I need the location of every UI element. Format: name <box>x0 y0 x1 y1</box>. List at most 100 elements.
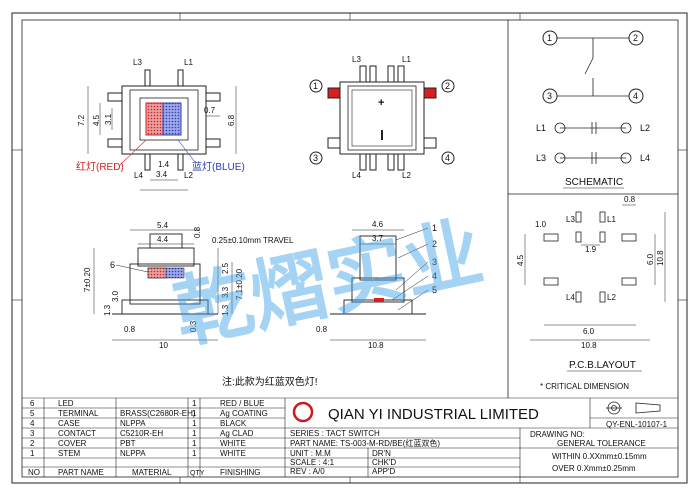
bom-cell-no: 6 <box>30 399 35 408</box>
bom-cell-finish: WHITE <box>220 449 246 458</box>
schem-l3: L3 <box>536 153 546 163</box>
svg-text:FINISHING: FINISHING <box>220 468 260 477</box>
front-dim-10-8: 10.8 <box>368 341 384 350</box>
polarity-plus: + <box>378 97 384 109</box>
bom-cell-qty: 1 <box>192 429 197 438</box>
bom-cell-no: 1 <box>30 449 35 458</box>
bom-cell-qty: 1 <box>192 399 197 408</box>
scale: SCALE : 4:1 <box>290 458 335 467</box>
bom-cell-finish: Ag CLAD <box>220 429 254 438</box>
side-dim-2-5: 2.5 <box>221 262 230 274</box>
general-tolerance: GENERAL TOLERANCE <box>557 439 646 448</box>
pcb-l1: L1 <box>607 215 616 224</box>
bom-cell-finish: Ag COATING <box>220 409 268 418</box>
side-dim-0-3: 0.3 <box>189 320 198 332</box>
bom-cell-part: LED <box>58 399 74 408</box>
schematic-title: SCHEMATIC <box>565 177 623 188</box>
pcb-l4: L4 <box>566 293 575 302</box>
bom-cell-qty: 1 <box>192 439 197 448</box>
bom-header: NO PART NAME MATERIAL QTY FINISHING <box>28 468 260 477</box>
blue-led-label: 蓝灯(BLUE) <box>192 161 245 173</box>
front-view: 4.6 3.7 0.8 10.8 1 2 3 4 5 <box>316 220 437 350</box>
pcb-layout: 0.8 1.0 1.9 4.5 6.0 10.8 6.0 10.8 L3 L1 … <box>516 195 666 391</box>
side-travel: 0.25±0.10mm TRAVEL <box>212 236 294 245</box>
bom-cell-part: CONTACT <box>58 429 96 438</box>
svg-text:1: 1 <box>313 81 318 91</box>
side-dim-0-8b: 0.8 <box>124 325 136 334</box>
dim-1-4: 1.4 <box>158 160 170 169</box>
bom-cell-no: 3 <box>30 429 35 438</box>
dim-6-8: 6.8 <box>227 114 236 126</box>
bom-cell-part: TERMINAL <box>58 409 99 418</box>
bom-cell-finish: WHITE <box>220 439 246 448</box>
critical-dimension: * CRITICAL DIMENSION <box>540 382 629 391</box>
dim-7-2: 7.2 <box>77 114 86 126</box>
svg-text:1: 1 <box>432 223 437 233</box>
bom-cell-part: STEM <box>58 449 81 458</box>
red-led-area <box>145 102 164 136</box>
lead-l1-label: L1 <box>184 58 193 67</box>
bom-cell-no: 4 <box>30 419 35 428</box>
lead-l4-label: L4 <box>134 171 143 180</box>
front-dim-0-8: 0.8 <box>316 325 328 334</box>
bom-cell-material: C5210R-EH <box>120 429 163 438</box>
dim-0-7: 0.7 <box>204 106 216 115</box>
svg-text:2: 2 <box>432 239 437 249</box>
side-dim-3-0: 3.0 <box>111 290 120 302</box>
svg-text:1: 1 <box>547 33 552 43</box>
pcb-dim-0-8: 0.8 <box>624 195 636 204</box>
pcb-l3: L3 <box>566 215 575 224</box>
top-view: 7.2 4.5 3.1 6.8 0.7 3.4 1.4 L3 L1 L4 L2 … <box>76 58 245 191</box>
svg-text:2: 2 <box>633 33 638 43</box>
bom-cell-finish: RED / BLUE <box>220 399 264 408</box>
bom-cell-no: 5 <box>30 409 35 418</box>
svg-text:2: 2 <box>445 81 450 91</box>
bottom-l4: L4 <box>352 171 361 180</box>
side-dim-4-4: 4.4 <box>157 235 169 244</box>
side-dim-3-3: 3.3 <box>221 286 230 298</box>
bom-cell-material: PBT <box>120 439 136 448</box>
dim-4-5: 4.5 <box>92 114 101 126</box>
frame-ticks <box>12 13 687 483</box>
schematic: 1 2 3 4 L1 L2 L3 L4 SCHEMATIC <box>536 30 650 189</box>
title-block: Q QIAN YI INDUSTRIAL LIMITED DRAWING NO:… <box>285 398 678 477</box>
svg-text:PART NAME: PART NAME <box>58 468 104 477</box>
pcb-l2: L2 <box>607 293 616 302</box>
side-dim-10: 10 <box>159 341 168 350</box>
approved-by: APP'D <box>372 467 396 476</box>
outer-border <box>11 12 688 484</box>
side-dim-7-1: 7.1±0.20 <box>235 268 244 300</box>
bottom-l3: L3 <box>352 55 361 64</box>
side-dim-1-3b: 1.3 <box>103 304 112 316</box>
bottom-l2: L2 <box>402 171 411 180</box>
svg-text:4: 4 <box>445 153 450 163</box>
drawn-by: DR'N <box>372 449 391 458</box>
pcb-dim-6-0v: 6.0 <box>646 253 655 265</box>
note-text: 注:此款为红蓝双色灯! <box>222 375 318 388</box>
pcb-dim-6-0h: 6.0 <box>583 327 595 336</box>
dim-3-1: 3.1 <box>104 113 113 125</box>
revision: REV : A/0 <box>290 467 325 476</box>
side-part-6: 6 <box>110 260 115 270</box>
company-name: QIAN YI INDUSTRIAL LIMITED <box>328 406 539 423</box>
pcb-dim-1-0: 1.0 <box>535 220 547 229</box>
red-led-label: 红灯(RED) <box>76 160 124 173</box>
bom-cell-finish: BLACK <box>220 419 247 428</box>
side-dim-7: 7±0.20 <box>83 267 92 292</box>
bom-cell-part: COVER <box>58 439 87 448</box>
side-dim-0-8: 0.8 <box>193 226 202 238</box>
unit: UNIT : M.M <box>290 449 331 458</box>
company-logo <box>292 401 314 423</box>
svg-text:4: 4 <box>432 271 437 281</box>
bom-cell-part: CASE <box>58 419 80 428</box>
svg-text:MATERIAL: MATERIAL <box>132 468 172 477</box>
bom-cell-qty: 1 <box>192 409 197 418</box>
pcb-dim-4-5: 4.5 <box>516 254 525 266</box>
dim-3-4: 3.4 <box>156 170 168 179</box>
tolerance-over: OVER 0.Xmm±0.25mm <box>552 464 636 473</box>
bottom-pin-callouts: 1 2 3 4 <box>309 79 455 165</box>
svg-text:5: 5 <box>432 285 437 295</box>
svg-text:NO: NO <box>28 468 40 477</box>
